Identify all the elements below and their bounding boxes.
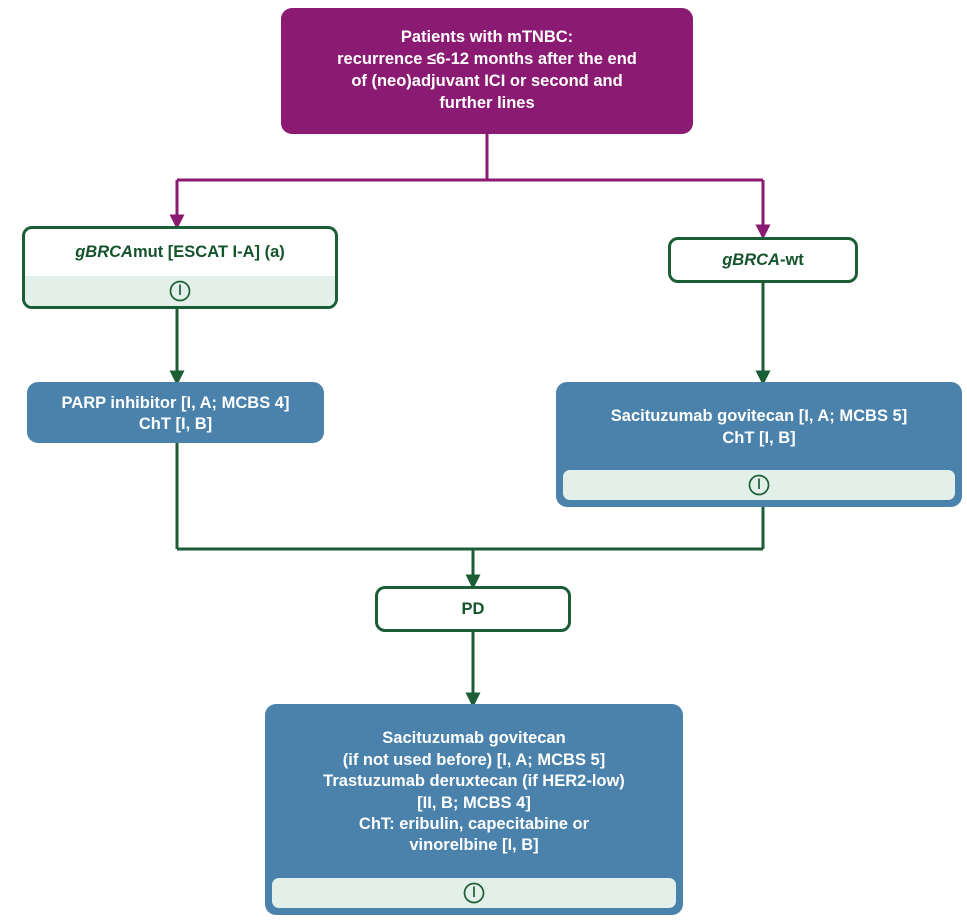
later-lines-line-3: Trastuzumab deruxtecan (if HER2-low) bbox=[323, 772, 625, 791]
node-gbrca-wt-title: gBRCA-wt bbox=[671, 240, 855, 280]
gbrca-mut-label: gBRCAmut [ESCAT I-A] (a) bbox=[75, 243, 285, 262]
parp-line-1: PARP inhibitor [I, A; MCBS 4] bbox=[61, 393, 290, 412]
node-sacituzumab-govitecan[interactable]: Sacituzumab govitecan [I, A; MCBS 5] ChT… bbox=[556, 382, 962, 507]
node-later-lines-text: Sacituzumab govitecan (if not used befor… bbox=[265, 704, 683, 878]
gbrca-mut-gene: gBRCA bbox=[75, 243, 133, 261]
parp-line-2: ChT [I, B] bbox=[138, 415, 213, 433]
info-band-later-lines[interactable] bbox=[272, 878, 676, 908]
info-icon bbox=[748, 474, 770, 496]
node-later-lines[interactable]: Sacituzumab govitecan (if not used befor… bbox=[265, 704, 683, 915]
later-lines-line-6: vinorelbine [I, B] bbox=[409, 836, 539, 855]
node-gbrca-wt[interactable]: gBRCA-wt bbox=[668, 237, 858, 283]
parp-text-block: PARP inhibitor [I, A; MCBS 4] ChT [I, B] bbox=[62, 393, 290, 436]
gbrca-mut-rest: mut [ESCAT I-A] (a) bbox=[132, 243, 285, 261]
root-line-4: further lines bbox=[439, 93, 535, 112]
node-root-text: Patients with mTNBC: recurrence ≤6-12 mo… bbox=[337, 27, 637, 115]
root-line-3: of (neo)adjuvant ICI or second and bbox=[351, 72, 623, 90]
node-sacituzumab-text: Sacituzumab govitecan [I, A; MCBS 5] ChT… bbox=[556, 382, 962, 470]
info-icon bbox=[463, 882, 485, 904]
node-pd[interactable]: PD bbox=[375, 586, 571, 632]
info-band-gbrca-mut[interactable] bbox=[25, 276, 335, 306]
later-lines-text-block: Sacituzumab govitecan (if not used befor… bbox=[323, 728, 625, 857]
root-line-2: recurrence ≤6-12 months after the end bbox=[337, 50, 637, 69]
node-gbrca-mut-title: gBRCAmut [ESCAT I-A] (a) bbox=[25, 229, 335, 276]
node-root-patients-mtnbc[interactable]: Patients with mTNBC: recurrence ≤6-12 mo… bbox=[281, 8, 693, 134]
later-lines-line-1: Sacituzumab govitecan bbox=[382, 729, 566, 748]
root-line-1: Patients with mTNBC: bbox=[400, 28, 574, 47]
sacituzumab-line-1: Sacituzumab govitecan [I, A; MCBS 5] bbox=[610, 407, 908, 426]
later-lines-line-2: (if not used before) [I, A; MCBS 5] bbox=[342, 750, 606, 769]
gbrca-wt-gene: gBRCA bbox=[722, 250, 780, 269]
info-band-sacituzumab[interactable] bbox=[563, 470, 955, 500]
node-pd-title: PD bbox=[378, 589, 568, 629]
info-icon bbox=[169, 280, 191, 302]
pd-label: PD bbox=[461, 599, 485, 618]
sacituzumab-line-2: ChT [I, B] bbox=[722, 428, 796, 447]
node-gbrca-mut[interactable]: gBRCAmut [ESCAT I-A] (a) bbox=[22, 226, 338, 309]
gbrca-wt-label: gBRCA-wt bbox=[722, 251, 804, 270]
node-parp-inhibitor[interactable]: PARP inhibitor [I, A; MCBS 4] ChT [I, B] bbox=[27, 382, 324, 443]
later-lines-line-5: ChT: eribulin, capecitabine or bbox=[358, 814, 590, 833]
node-parp-inhibitor-text: PARP inhibitor [I, A; MCBS 4] ChT [I, B] bbox=[27, 382, 324, 443]
sacituzumab-text-block: Sacituzumab govitecan [I, A; MCBS 5] ChT… bbox=[611, 406, 907, 449]
gbrca-wt-rest: -wt bbox=[779, 250, 804, 269]
later-lines-line-4: [II, B; MCBS 4] bbox=[417, 793, 531, 812]
